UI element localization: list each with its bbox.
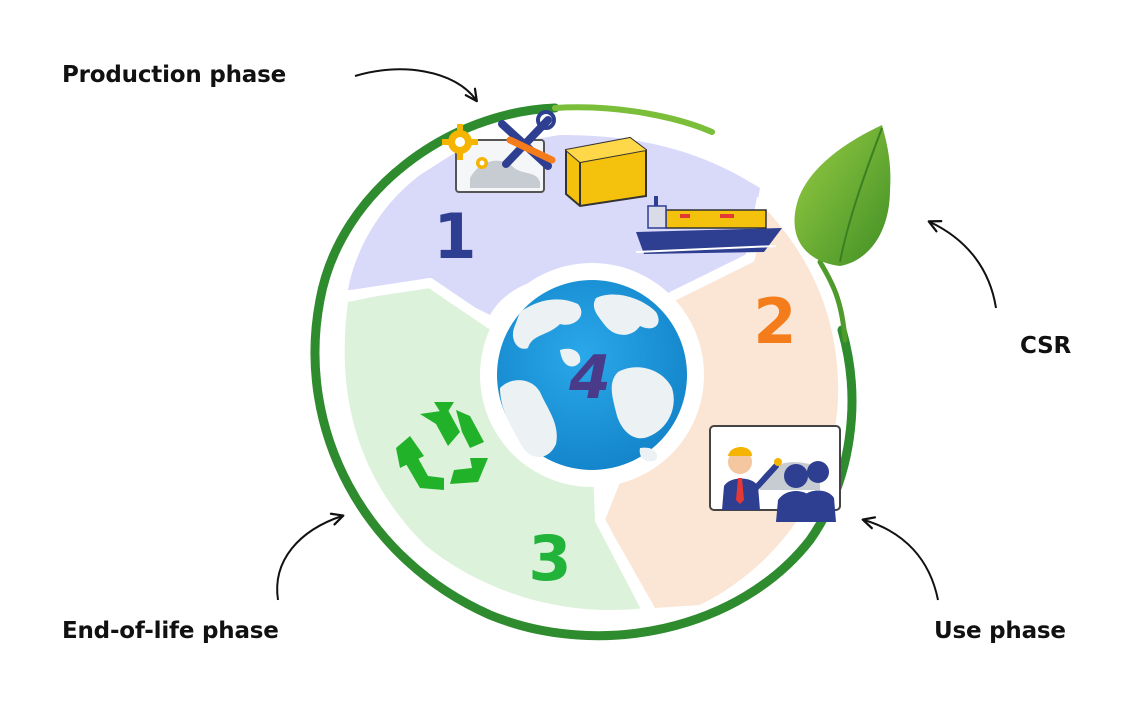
cargo-box-icon xyxy=(565,136,647,208)
end-of-life-phase-label: End-of-life phase xyxy=(62,618,279,644)
production-phase-label: Production phase xyxy=(62,62,286,88)
csr-arrow xyxy=(927,220,997,309)
wrench-icon xyxy=(498,110,556,170)
use-phase-label: Use phase xyxy=(934,618,1066,644)
segment-2-number: 2 xyxy=(753,285,796,358)
leaf-icon xyxy=(794,125,891,343)
recycle-icon xyxy=(396,402,488,490)
end-of-life-arrow xyxy=(276,512,345,601)
use-arrow xyxy=(861,516,939,601)
container-ship-icon xyxy=(635,196,782,254)
segment-1-fill xyxy=(348,135,760,315)
presentation-icon xyxy=(709,425,841,522)
globe-icon xyxy=(497,280,687,470)
map-card-icon xyxy=(455,139,545,193)
gear-icon xyxy=(442,124,488,169)
segment-4-number: 4 xyxy=(568,343,611,413)
production-arrow xyxy=(354,68,478,103)
segment-3-fill xyxy=(344,285,645,611)
segment-3-number: 3 xyxy=(528,522,571,595)
segment-1-number: 1 xyxy=(433,200,476,273)
csr-label: CSR xyxy=(1020,333,1071,359)
